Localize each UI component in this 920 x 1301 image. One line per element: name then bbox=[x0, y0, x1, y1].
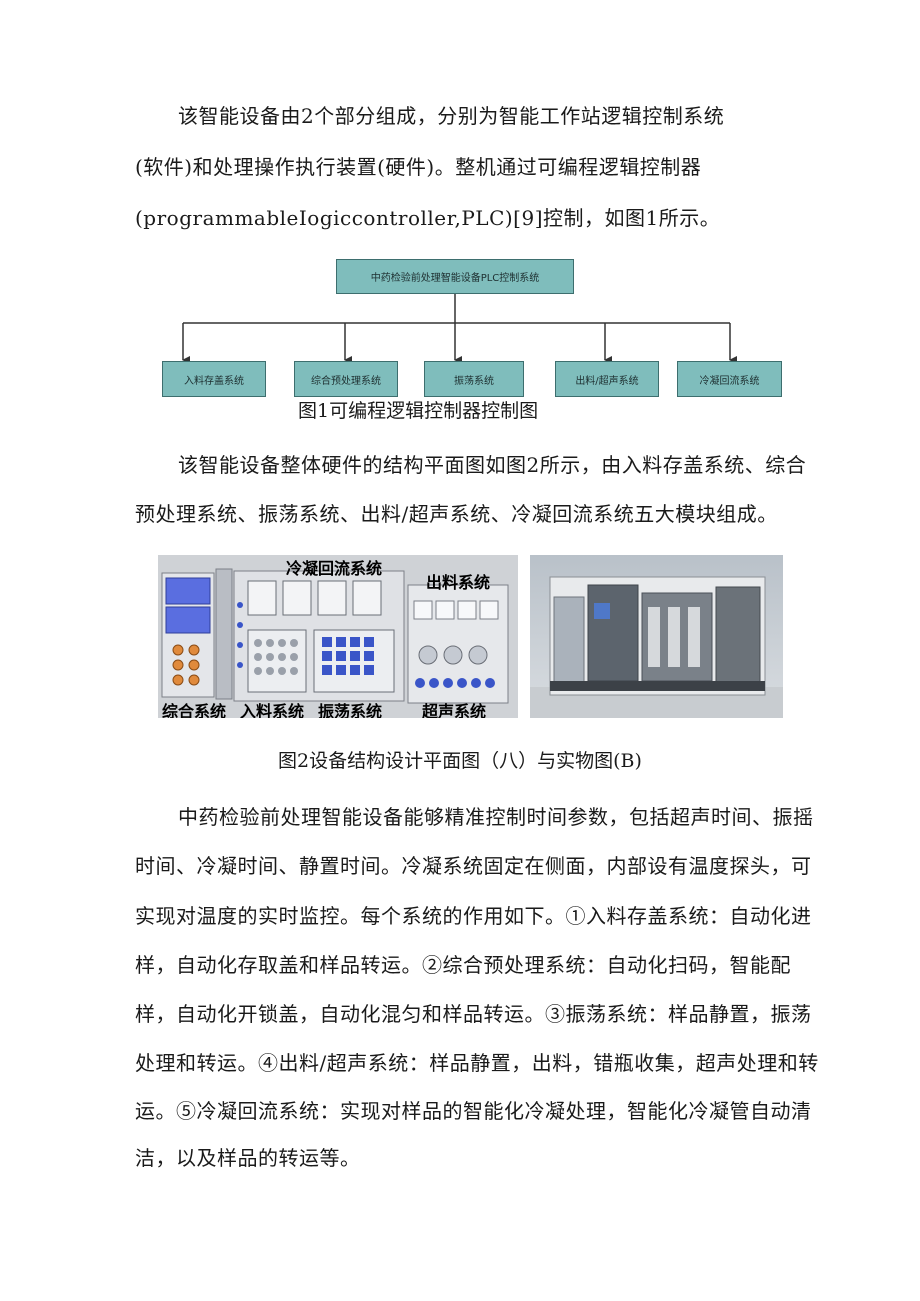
figure2-device-photo bbox=[530, 555, 783, 718]
paragraph2-line2: 预处理系统、振荡系统、出料/超声系统、冷凝回流系统五大模块组成。 bbox=[135, 502, 778, 526]
paragraph1-line2: (软件)和处理操作执行装置(硬件)。整机通过可编程逻辑控制器 bbox=[135, 155, 702, 179]
node-output-ultrasound: 出料/超声系统 bbox=[555, 361, 659, 397]
paragraph3-line2: 时间、冷凝时间、静置时间。冷凝系统固定在侧面，内部设有温度探头，可 bbox=[135, 854, 812, 878]
label-integrated: 综合系统 bbox=[162, 702, 227, 718]
paragraph3-line6: 处理和转运。④出料/超声系统：样品静置，出料，错瓶收集，超声处理和转 bbox=[135, 1051, 819, 1075]
label-ultrasound: 超声系统 bbox=[422, 702, 487, 718]
paragraph3-line5: 样，自动化开锁盖，自动化混匀和样品转运。③振荡系统：样品静置，振荡 bbox=[135, 1002, 812, 1026]
figure2-caption: 图2设备结构设计平面图（八）与实物图(B) bbox=[278, 750, 642, 772]
paragraph2-line1: 该智能设备整体硬件的结构平面图如图2所示，由入料存盖系统、综合 bbox=[178, 453, 807, 477]
paragraph1-line3: (programmableIogiccontroller,PLC)[9]控制，如… bbox=[135, 206, 721, 230]
label-shaking: 振荡系统 bbox=[318, 702, 383, 718]
paragraph3-line1: 中药检验前处理智能设备能够精准控制时间参数，包括超声时间、振摇 bbox=[178, 805, 814, 829]
label-condense-reflux: 冷凝回流系统 bbox=[286, 559, 383, 578]
label-input: 入料系统 bbox=[240, 702, 305, 718]
paragraph1-line1: 该智能设备由2个部分组成，分别为智能工作站逻辑控制系统 bbox=[178, 104, 725, 128]
node-condense-reflux: 冷凝回流系统 bbox=[677, 361, 782, 397]
node-integrated-pretreatment: 综合预处理系统 bbox=[294, 361, 398, 397]
device-photo-graphic bbox=[530, 555, 783, 718]
figure1-caption: 图1可编程逻辑控制器控制图 bbox=[298, 400, 539, 422]
figure2-layout-drawing: 冷凝回流系统 出料系统 综合系统 入料系统 振荡系统 超声系统 bbox=[158, 555, 518, 718]
node-input-storage: 入料存盖系统 bbox=[162, 361, 266, 397]
paragraph3-line8: 洁，以及样品的转运等。 bbox=[135, 1146, 361, 1170]
label-output: 出料系统 bbox=[426, 573, 491, 592]
node-shaking: 振荡系统 bbox=[424, 361, 524, 397]
paragraph3-line3: 实现对温度的实时监控。每个系统的作用如下。①入料存盖系统：自动化进 bbox=[135, 904, 812, 928]
paragraph3-line7: 运。⑤冷凝回流系统：实现对样品的智能化冷凝处理，智能化冷凝管自动清 bbox=[135, 1099, 812, 1123]
paragraph3-line4: 样，自动化存取盖和样品转运。②综合预处理系统：自动化扫码，智能配 bbox=[135, 953, 791, 977]
plc-root-box: 中药检验前处理智能设备PLC控制系统 bbox=[336, 259, 574, 294]
equipment-plan-graphic bbox=[158, 555, 518, 718]
